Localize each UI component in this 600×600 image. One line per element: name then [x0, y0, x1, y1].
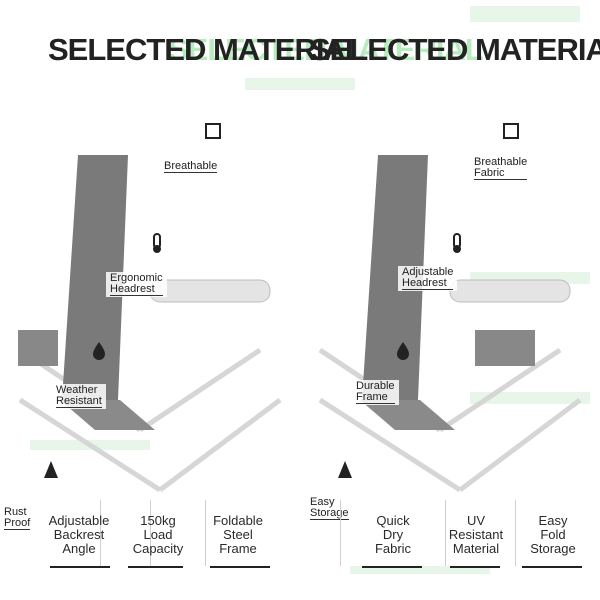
spec-divider	[205, 500, 206, 566]
spec-underline	[522, 566, 582, 568]
spec-underline	[362, 566, 422, 568]
spec-divider	[100, 500, 101, 566]
water-drop-icon	[93, 342, 105, 360]
water-drop-icon	[397, 342, 409, 360]
chair-illustration-right	[318, 155, 582, 493]
chair-illustration-left	[18, 155, 282, 493]
spec-divider	[515, 500, 516, 566]
page-title-right: SELECTED MATERIAL	[310, 32, 600, 67]
header: SELECTED MATERIAL SELECTED MATERIAL SELE…	[0, 24, 600, 74]
background-band	[350, 566, 490, 574]
spec-divider	[150, 500, 151, 566]
fabric-icon	[205, 123, 221, 139]
callout-fabric-left: Breathable	[160, 160, 222, 174]
leaf-icon	[338, 461, 352, 478]
spec-underline	[450, 566, 500, 568]
leaf-icon	[44, 461, 58, 478]
page-title-left: SELECTED MATERIAL	[48, 32, 364, 67]
spec-divider	[340, 500, 341, 566]
spec-underline	[50, 566, 110, 568]
fabric-icon	[503, 123, 519, 139]
spec-underline	[210, 566, 270, 568]
thermometer-icon	[453, 233, 461, 253]
title-ghost: SELECTED MATERIAL	[168, 32, 484, 67]
spec-underline	[128, 566, 183, 568]
background-band	[470, 392, 590, 404]
background-band	[245, 78, 355, 90]
spec-divider	[445, 500, 446, 566]
thermometer-icon	[153, 233, 161, 253]
background-band	[470, 6, 580, 22]
